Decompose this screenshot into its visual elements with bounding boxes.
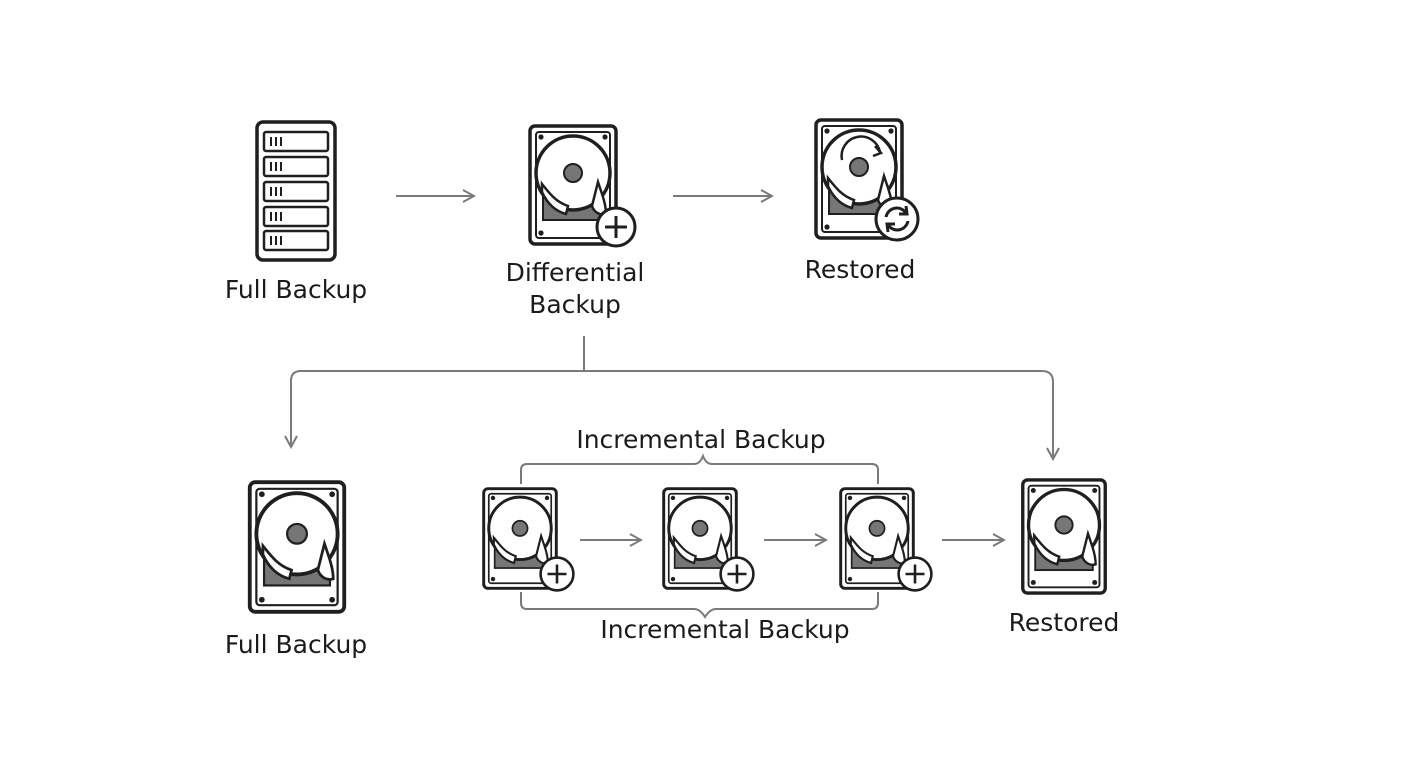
plus-circle-icon bbox=[719, 556, 755, 592]
plus-circle-icon bbox=[595, 206, 637, 248]
incremental-top-bracket bbox=[520, 453, 879, 484]
refresh-circle-icon bbox=[874, 196, 920, 242]
restored-drive-icon bbox=[814, 118, 920, 242]
plus-circle-icon bbox=[539, 556, 575, 592]
incremental-drive-icon-2 bbox=[662, 487, 755, 592]
differential-drive-icon bbox=[528, 124, 637, 248]
server-rack-icon bbox=[255, 120, 337, 262]
split-connector bbox=[291, 336, 1053, 459]
incremental-bottom-label: Incremental Backup bbox=[600, 615, 850, 644]
differential-backup-label: Differential Backup bbox=[505, 258, 645, 319]
bottom-full-backup-label: Full Backup bbox=[224, 630, 368, 659]
incremental-top-label: Incremental Backup bbox=[576, 425, 826, 454]
top-restored-label: Restored bbox=[804, 255, 916, 284]
plus-circle-icon bbox=[897, 556, 933, 592]
restored-bottom-drive-icon bbox=[1021, 478, 1107, 595]
top-full-backup-label: Full Backup bbox=[224, 275, 368, 304]
incremental-drive-icon-3 bbox=[839, 487, 933, 592]
full-backup-drive-icon bbox=[247, 480, 347, 614]
bottom-restored-label: Restored bbox=[1008, 608, 1120, 637]
incremental-drive-icon-1 bbox=[482, 487, 575, 592]
refresh-arrow-icon bbox=[840, 135, 884, 161]
incremental-bottom-bracket bbox=[520, 592, 879, 619]
